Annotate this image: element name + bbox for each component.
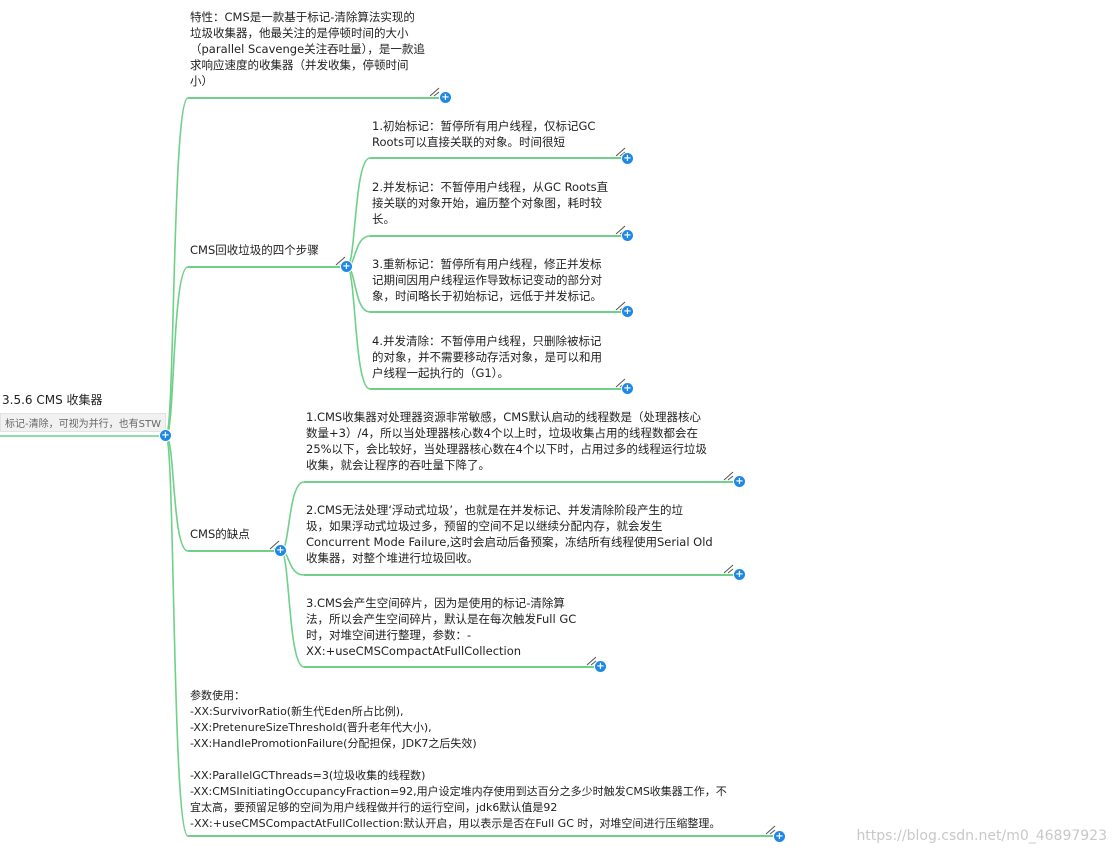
node-defect2[interactable]: 2.CMS无法处理‘浮动式垃圾’，也就是在并发标记、并发清除阶段产生的垃 圾，如… — [306, 503, 713, 565]
resize-grip-icon[interactable] — [722, 471, 734, 481]
defect3-expand-plus-icon[interactable]: + — [595, 661, 606, 672]
defect2-expand-plus-icon[interactable]: + — [734, 569, 745, 580]
node-steps-underline — [188, 266, 348, 268]
resize-grip-icon[interactable] — [722, 564, 734, 574]
resize-grip-icon[interactable] — [585, 656, 597, 666]
node-step2[interactable]: 2.并发标记：不暂停用户线程，从GC Roots直 接关联的对象开始，遍历整个对… — [372, 180, 609, 226]
node-defect3-underline — [304, 666, 601, 668]
node-step3[interactable]: 3.重新标记：暂停所有用户线程，修正并发标 记期间因用户线程运作导致标记变动的部… — [372, 257, 602, 303]
step1-expand-plus-icon[interactable]: + — [622, 153, 633, 164]
node-defect1[interactable]: 1.CMS收集器对处理器资源非常敏感，CMS默认启动的线程数是（处理器核心 数量… — [306, 410, 707, 472]
node-defect2-underline — [304, 574, 740, 576]
node-defect1-underline — [304, 481, 740, 483]
node-defects-underline — [188, 550, 282, 552]
node-step2-underline — [370, 235, 628, 237]
node-feature-underline — [188, 97, 440, 99]
feature-expand-plus-icon[interactable]: + — [440, 92, 451, 103]
watermark: https://blog.csdn.net/m0_46897923 — [856, 828, 1107, 844]
node-params-underline — [188, 835, 778, 837]
root-node-title[interactable]: 3.5.6 CMS 收集器 — [2, 393, 103, 407]
root-node-tag: 标记-清除，可视为并行，也有STW — [0, 413, 166, 432]
defects-expand-plus-icon[interactable]: + — [275, 545, 286, 556]
node-params[interactable]: 参数使用： -XX:SurvivorRatio(新生代Eden所占比例), -X… — [190, 689, 727, 830]
resize-grip-icon[interactable] — [428, 87, 440, 97]
step2-expand-plus-icon[interactable]: + — [622, 230, 633, 241]
defect1-expand-plus-icon[interactable]: + — [734, 476, 745, 487]
node-step1[interactable]: 1.初始标记：暂停所有用户线程，仅标记GC Roots可以直接关联的对象。时间很… — [372, 119, 596, 149]
node-steps[interactable]: CMS回收垃圾的四个步骤 — [190, 243, 319, 257]
step3-expand-plus-icon[interactable]: + — [622, 306, 633, 317]
node-step3-underline — [370, 311, 628, 313]
resize-grip-icon[interactable] — [764, 825, 776, 835]
node-step4-underline — [370, 388, 628, 390]
node-step1-underline — [370, 157, 628, 159]
root-expand-plus-icon[interactable]: + — [160, 430, 171, 441]
steps-expand-plus-icon[interactable]: + — [341, 261, 352, 272]
params-expand-plus-icon[interactable]: + — [774, 831, 785, 842]
step4-expand-plus-icon[interactable]: + — [622, 383, 633, 394]
node-feature[interactable]: 特性：CMS是一款基于标记-清除算法实现的 垃圾收集器，他最关注的是停顿时间的大… — [190, 10, 425, 88]
node-defect3[interactable]: 3.CMS会产生空间碎片，因为是使用的标记-清除算 法，所以会产生空间碎片，默认… — [306, 596, 577, 658]
node-step4[interactable]: 4.并发清除：不暂停用户线程，只删除被标记 的对象，并不需要移动存活对象，是可以… — [372, 334, 602, 380]
node-defects[interactable]: CMS的缺点 — [190, 527, 250, 541]
